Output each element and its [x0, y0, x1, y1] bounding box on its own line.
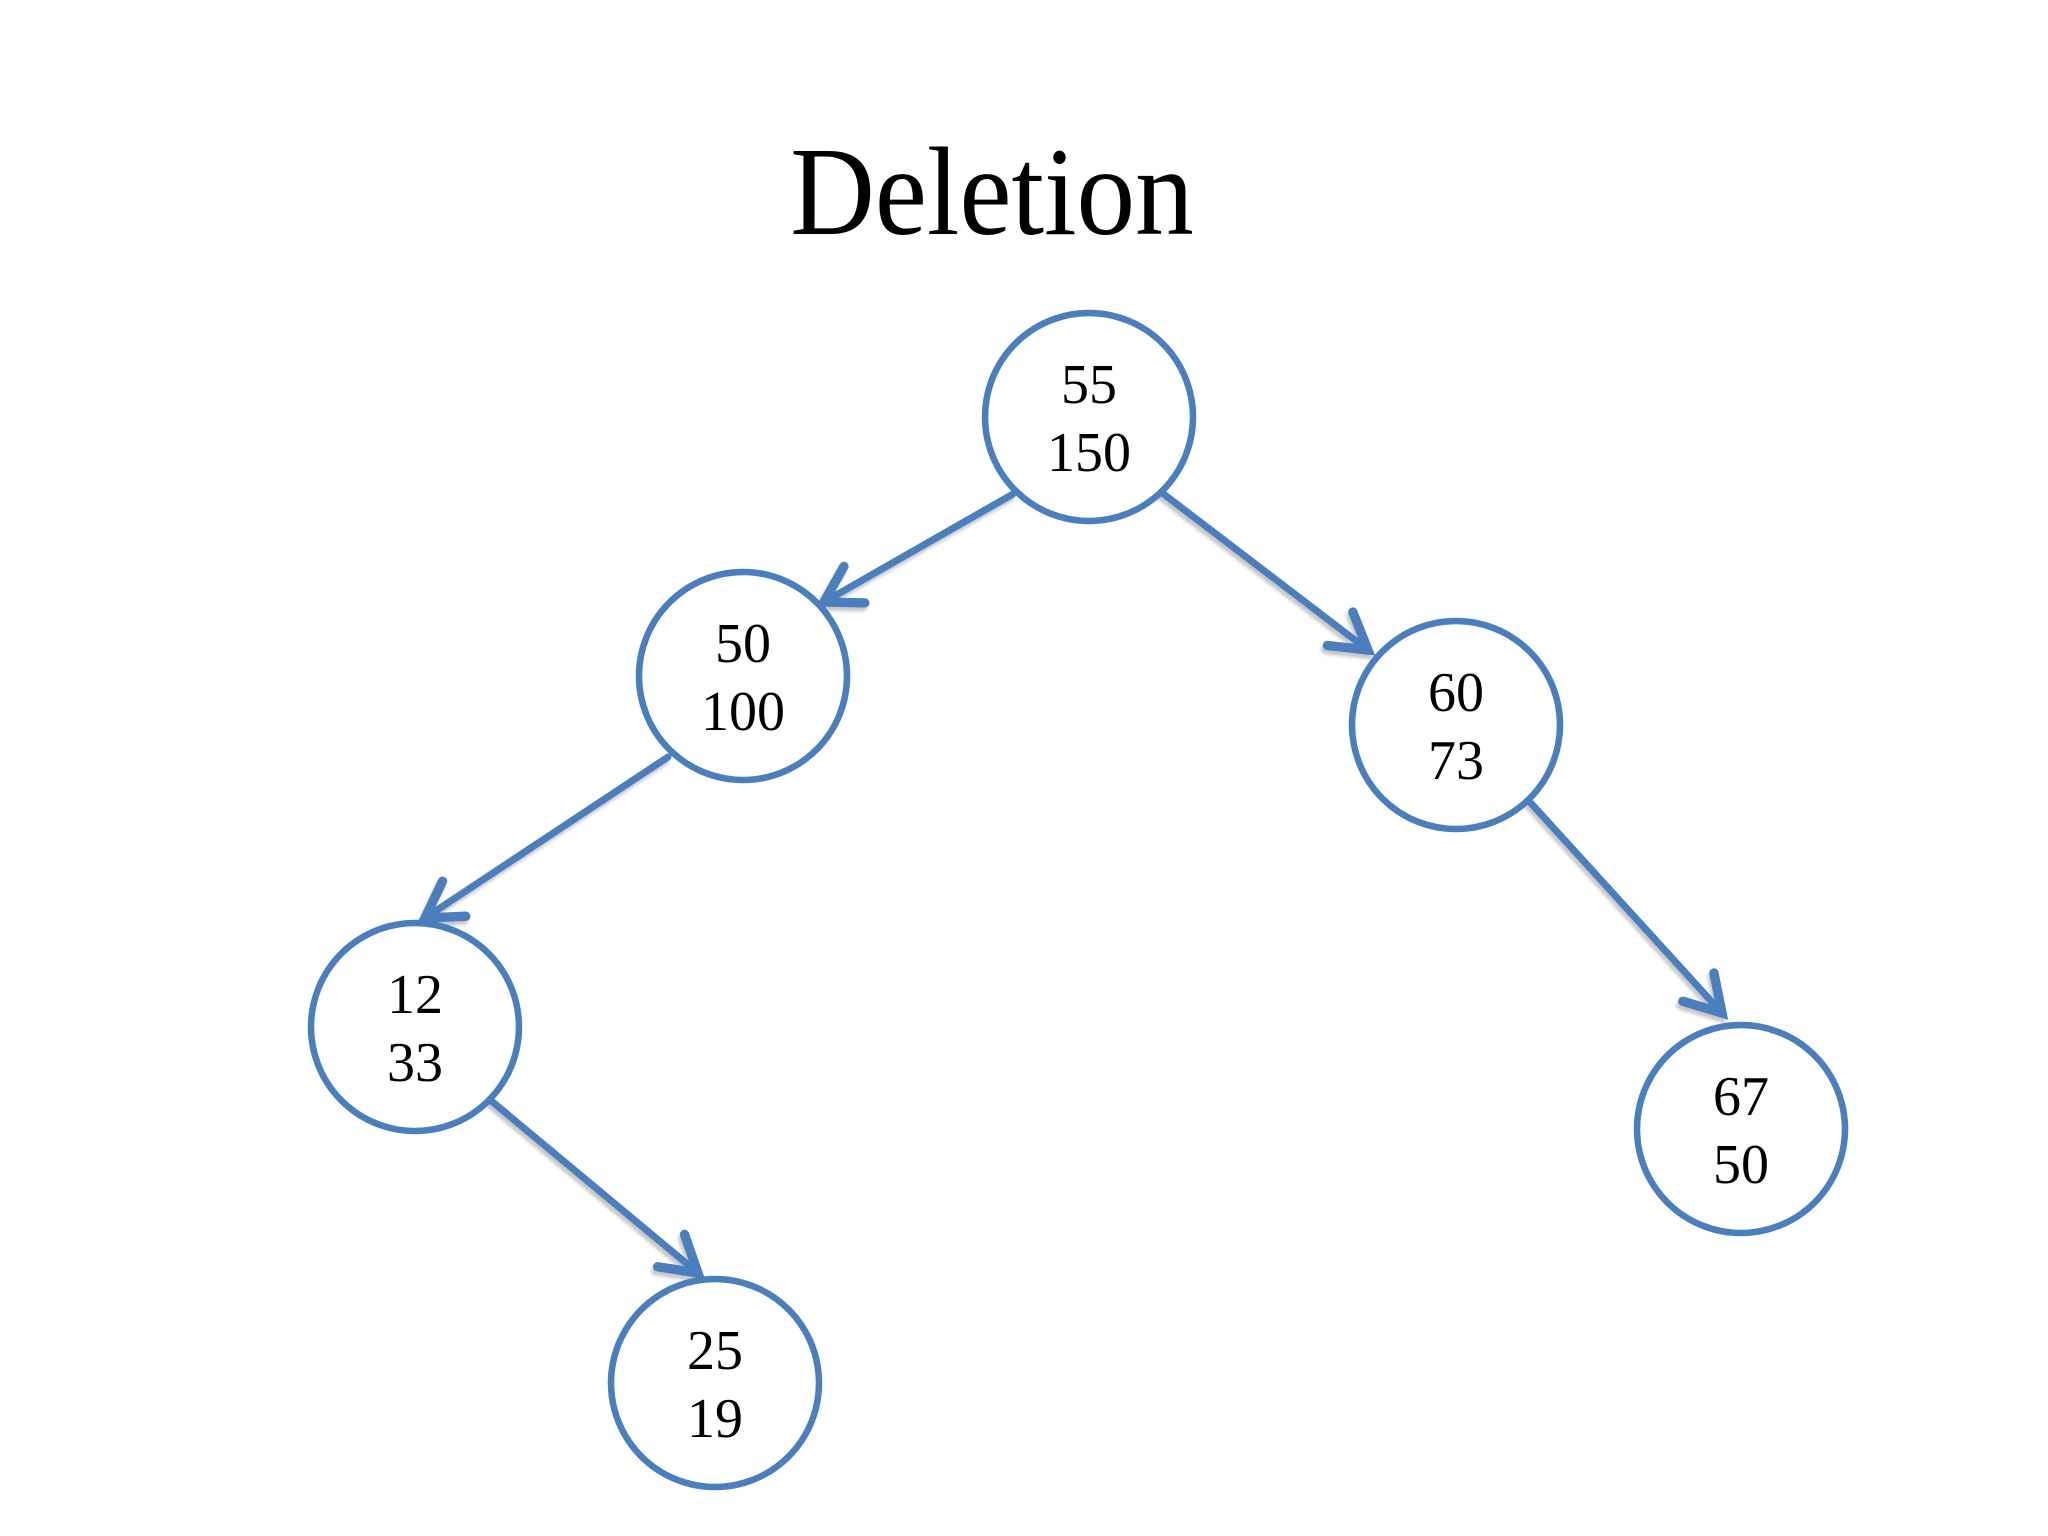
slide-title: Deletion: [790, 123, 1194, 262]
tree-edge-node-60-73-to-node-67-50: [1525, 797, 1729, 1020]
tree-node-67-50-circle: [1633, 1021, 1849, 1237]
tree-edge-node-55-150-to-node-60-73: [1157, 488, 1376, 656]
tree-edge-node-55-150-to-node-50-100: [816, 490, 1017, 608]
tree-node-60-73-circle: [1348, 617, 1564, 833]
tree-edges: [417, 488, 1729, 1279]
tree-node-25-19-circle: [607, 1275, 823, 1491]
tree-node-50-100-circle: [635, 568, 851, 784]
tree-node-55-150-circle: [981, 309, 1197, 525]
tree-edge-node-12-33-to-node-25-19: [485, 1095, 705, 1279]
tree-node-12-33-circle: [307, 919, 523, 1135]
tree-edge-node-50-100-to-node-12-33: [417, 753, 672, 924]
